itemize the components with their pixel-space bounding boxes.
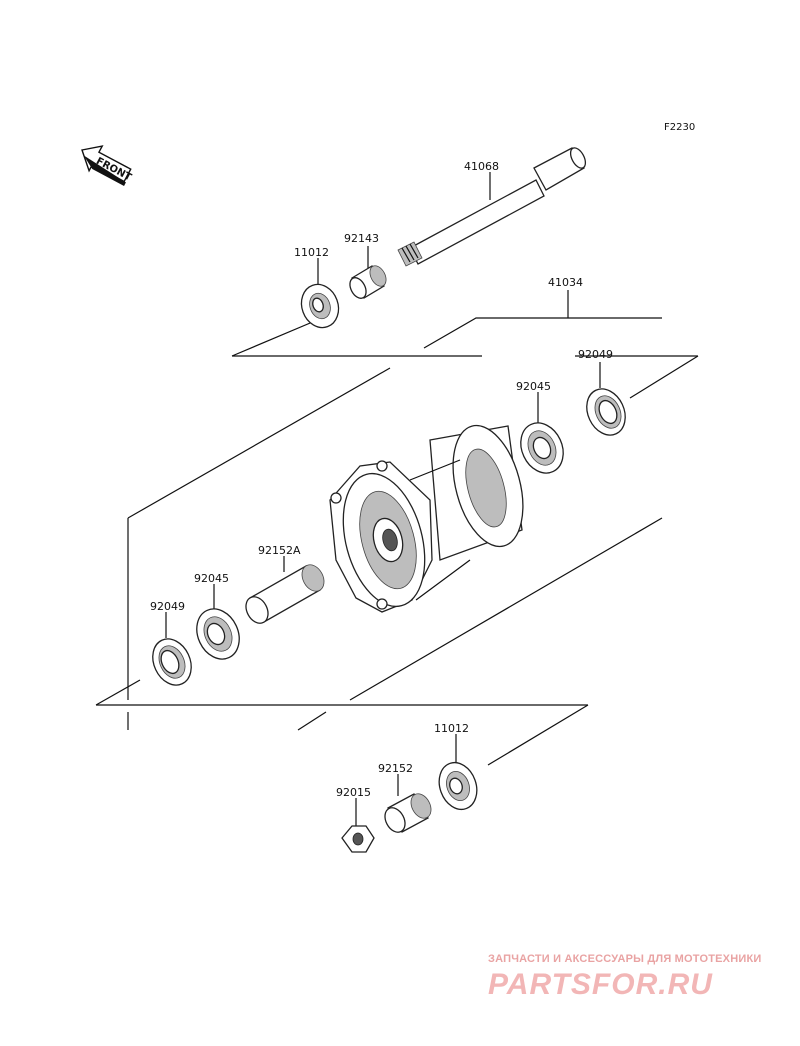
leader-lines bbox=[165, 172, 601, 826]
collar-lower-part bbox=[384, 793, 432, 833]
part-label-seal-upper: 11012 bbox=[294, 246, 329, 259]
axle-part bbox=[397, 147, 587, 267]
part-label-seal-left: 92049 bbox=[150, 600, 185, 613]
collar-upper-part bbox=[349, 265, 387, 299]
hub-part bbox=[329, 424, 524, 613]
part-label-axle: 41068 bbox=[464, 160, 499, 173]
figure-code: F2230 bbox=[664, 122, 695, 133]
nut-part bbox=[341, 825, 375, 853]
watermark-logo: PARTSFOR.RU bbox=[488, 968, 713, 1001]
bearing-right-part bbox=[520, 422, 564, 474]
part-label-collar-upper: 92143 bbox=[344, 232, 379, 245]
seal-left-part bbox=[152, 638, 192, 686]
watermark-tagline: ЗАПЧАСТИ И АКСЕССУАРЫ ДЛЯ МОТОТЕХНИКИ bbox=[488, 953, 761, 965]
part-label-hub: 41034 bbox=[548, 276, 583, 289]
bearing-left-part bbox=[196, 608, 240, 660]
front-arrow-icon: FRONT bbox=[81, 145, 133, 186]
part-label-nut: 92015 bbox=[336, 786, 371, 799]
assembly-outline bbox=[95, 290, 699, 766]
seal-right-part bbox=[586, 388, 626, 436]
part-label-collar-lower: 92152 bbox=[378, 762, 413, 775]
part-label-spacer: 92152A bbox=[258, 544, 301, 557]
part-label-seal-lower: 11012 bbox=[434, 722, 469, 735]
seal-lower-part bbox=[438, 761, 478, 811]
part-label-bearing-left: 92045 bbox=[194, 572, 229, 585]
part-label-seal-right: 92049 bbox=[578, 348, 613, 361]
spacer-part bbox=[245, 564, 325, 624]
seal-upper-part bbox=[300, 283, 340, 329]
part-label-bearing-right: 92045 bbox=[516, 380, 551, 393]
